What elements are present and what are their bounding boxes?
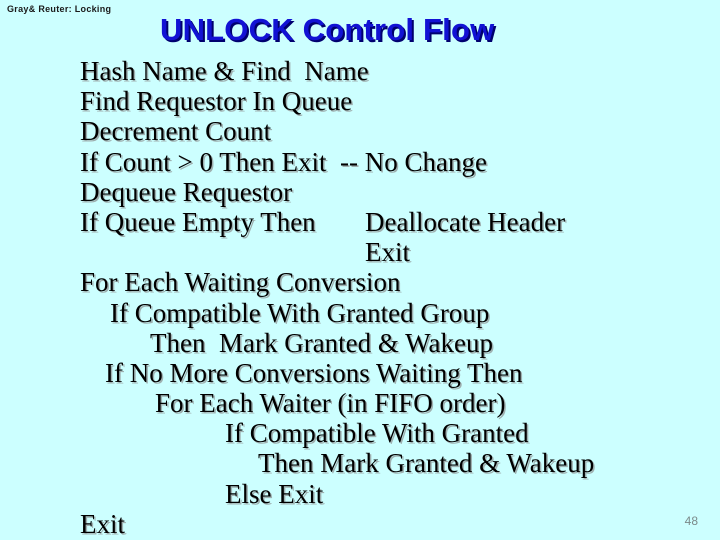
code-line: Then Mark Granted & Wakeup <box>0 328 720 358</box>
code-line-text: If No More Conversions Waiting Then <box>105 357 523 388</box>
code-line-annotation: -- No Change <box>340 146 487 177</box>
code-line: Exit <box>0 237 720 267</box>
code-line-text: If Compatible With Granted Group <box>110 297 490 328</box>
code-line-text: If Queue Empty Then <box>80 206 316 237</box>
code-line: Else Exit <box>0 479 720 509</box>
code-line-annotation: Deallocate Header <box>365 206 566 237</box>
code-line: Decrement Count <box>0 116 720 146</box>
code-line: If Queue Empty Then Deallocate Header <box>0 207 720 237</box>
page-number: 48 <box>684 514 698 528</box>
code-line-text: Else Exit <box>225 478 324 509</box>
code-line: If No More Conversions Waiting Then <box>0 358 720 388</box>
code-line: If Count > 0 Then Exit -- No Change <box>0 147 720 177</box>
code-line-text: Dequeue Requestor <box>80 176 293 207</box>
code-line-text: Exit <box>365 237 410 268</box>
code-line-text: For Each Waiter (in FIFO order) <box>155 388 506 419</box>
running-header: Gray& Reuter: Locking <box>7 4 112 14</box>
code-line-text: If Count > 0 Then Exit <box>80 146 327 177</box>
code-line: If Compatible With Granted <box>0 418 720 448</box>
code-line-text: Exit <box>80 508 125 539</box>
code-line: Then Mark Granted & Wakeup <box>0 448 720 478</box>
code-line: Exit <box>0 509 720 539</box>
code-line-text: Then Mark Granted & Wakeup <box>258 448 595 479</box>
code-line-text: Find Requestor In Queue <box>80 86 353 117</box>
code-line: If Compatible With Granted Group <box>0 298 720 328</box>
code-line: Find Requestor In Queue <box>0 86 720 116</box>
code-line-text: Then Mark Granted & Wakeup <box>150 327 493 358</box>
code-line-text: Decrement Count <box>80 116 272 147</box>
code-line: For Each Waiting Conversion <box>0 267 720 297</box>
code-line-text: For Each Waiting Conversion <box>80 267 401 298</box>
code-line: For Each Waiter (in FIFO order) <box>0 388 720 418</box>
code-line: Hash Name & Find Name <box>0 56 720 86</box>
code-line-text: Hash Name & Find Name <box>80 56 369 86</box>
page-title: UNLOCK Control Flow <box>160 12 495 47</box>
code-line: Dequeue Requestor <box>0 177 720 207</box>
code-line-text: If Compatible With Granted <box>225 418 529 449</box>
